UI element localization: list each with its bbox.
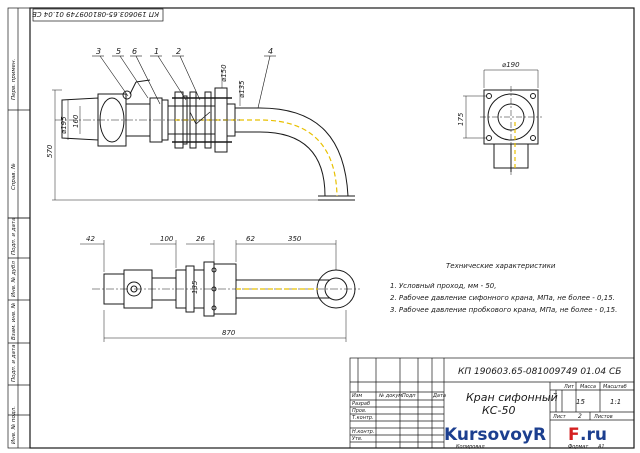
tb-sheet-label: Лист (552, 414, 567, 420)
callout-leaders (92, 55, 276, 109)
title-block (349, 357, 635, 449)
code-stamp-box (32, 8, 164, 22)
dim-135-top: 135 (191, 280, 199, 294)
dim-195: ⌀195 (60, 116, 68, 134)
callout-3: 3 (96, 47, 101, 56)
watermark-logo: KursovoyR F .ru (444, 425, 607, 445)
tech-heading: Технические характеристики (446, 262, 556, 270)
callout-4: 4 (268, 47, 273, 56)
top-dimension-lines (80, 240, 347, 342)
fluid-line-front (175, 119, 338, 197)
svg-text:KursovoyR: KursovoyR (444, 425, 546, 445)
tb-row-approve: Утв. (352, 436, 363, 442)
side-label-ref: Справ. № (11, 163, 17, 190)
tb-row-ncontrol: Н.контр. (352, 429, 374, 435)
tb-lit-label: Лит (563, 384, 575, 390)
tech-item-1: 1. Условный проход, мм - 50, (390, 282, 496, 290)
side-label-dup-inv: Инв. № дубл (11, 261, 17, 297)
dim-100: 100 (160, 235, 174, 243)
footer-format: Формат (568, 444, 589, 450)
tb-row-dev: Разраб (352, 401, 370, 407)
svg-text:F: F (568, 425, 580, 445)
spring-element (189, 111, 211, 125)
side-label-sign-date-2: Подп. и дата (11, 344, 17, 382)
doc-code: КП 190603.65-081009749 01.04 СБ (458, 367, 621, 377)
tb-sheets-label: Листов (593, 414, 613, 420)
callout-1: 1 (154, 47, 159, 56)
drawing-title-line-1: Кран сифонный (466, 391, 558, 404)
top-view (92, 261, 360, 317)
tb-col-date: Дата (432, 393, 446, 399)
dim-570: 570 (46, 144, 54, 158)
tb-col-doc: № докум. (378, 393, 404, 399)
tb-scale-value: 1:1 (610, 398, 621, 406)
side-label-orig-inv: Инв. № подл. (11, 406, 17, 444)
callout-2: 2 (176, 47, 181, 56)
side-view (463, 69, 542, 175)
dim-42: 42 (86, 235, 95, 243)
tb-col-sign: Подп (402, 393, 416, 399)
tb-row-check: Пров. (352, 408, 367, 414)
dim-26: 26 (196, 235, 205, 243)
dim-175: 175 (457, 112, 465, 126)
dim-870: 870 (222, 329, 236, 337)
drawing-title-line-2: КС-50 (482, 404, 515, 417)
side-label-first-use: Перв. примен. (11, 58, 17, 100)
side-strip (7, 7, 31, 449)
callout-5: 5 (116, 47, 121, 56)
tech-item-3: 3. Рабочее давление пробкового крана, МП… (390, 306, 617, 314)
side-label-replace-inv: Взам. инв. № (11, 302, 17, 340)
dim-62: 62 (246, 235, 255, 243)
tb-mass-value: 15 (576, 398, 585, 406)
footer-format-value: А1 (597, 444, 605, 450)
footer-copied: Копировал (456, 444, 485, 450)
callout-6: 6 (132, 47, 137, 56)
tb-scale-label: Масштаб (603, 384, 627, 390)
dim-190: ⌀190 (502, 61, 520, 69)
front-dimension-lines (52, 70, 318, 201)
dim-350: 350 (288, 235, 302, 243)
dim-135: ⌀135 (238, 80, 246, 98)
tb-sheet-of: 2 (578, 413, 582, 420)
dim-160: 160 (72, 114, 80, 128)
front-view (61, 79, 355, 201)
tech-item-2: 2. Рабочее давление сифонного крана, МПа… (390, 294, 615, 302)
tb-col-change: Изм (352, 393, 362, 399)
tb-row-tcontrol: Т.контр. (352, 415, 374, 421)
tb-mass-label: Масса (580, 384, 596, 390)
dim-150: ⌀150 (220, 64, 228, 82)
svg-text:.ru: .ru (580, 425, 607, 445)
side-label-sign-date: Подп. и дата (11, 217, 17, 255)
doc-code-rotated: КП 190603.65-081009749 01.04 СБ (32, 10, 159, 18)
